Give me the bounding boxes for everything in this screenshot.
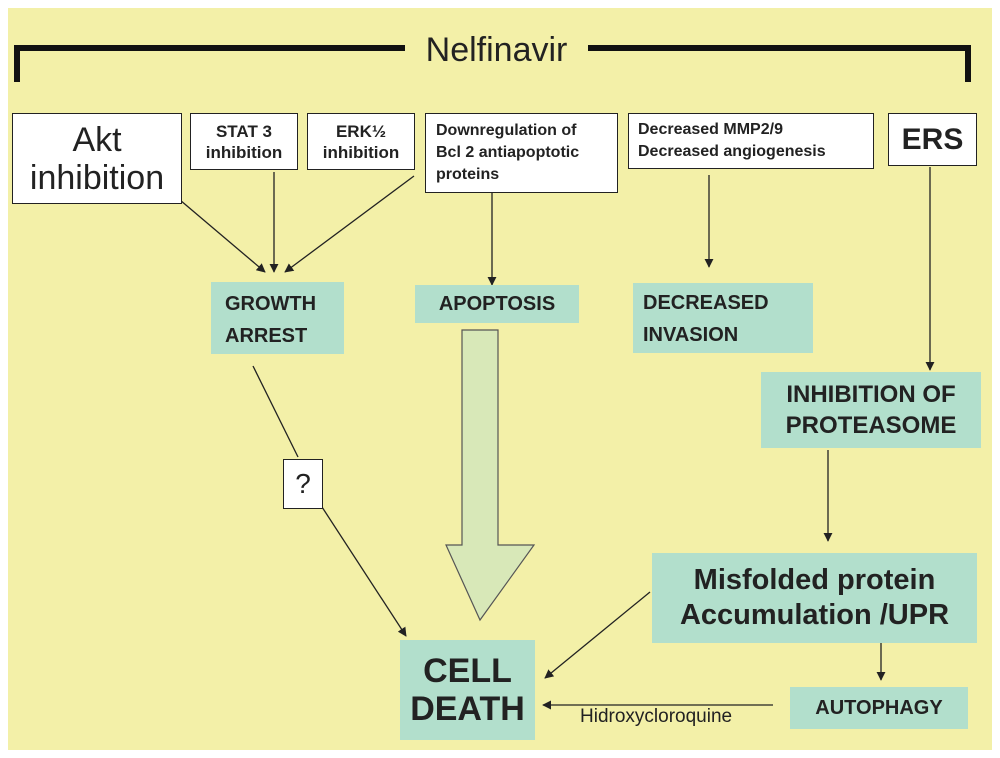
stat3-line-2: inhibition <box>205 142 283 162</box>
akt-line-1: Akt <box>72 120 122 159</box>
mmp-line-1: Decreased MMP2/9 <box>638 121 783 138</box>
inhibition-proteasome-box: INHIBITION OF PROTEASOME <box>761 372 981 448</box>
ers-text: ERS <box>901 122 964 156</box>
arrow-misfolded-to-celldeath <box>544 591 651 679</box>
apoptosis-box: APOPTOSIS <box>415 285 579 323</box>
erk-line-1: ERK½ <box>335 121 387 141</box>
mmp-angiogenesis-box: Decreased MMP2/9 Decreased angiogenesis <box>628 113 874 169</box>
misfolded-line-2: Accumulation /UPR <box>679 599 950 631</box>
proteasome-line-1: INHIBITION OF <box>786 381 956 408</box>
cell-death-box: CELL DEATH <box>400 640 535 740</box>
decreased-invasion-box: DECREASED INVASION <box>633 283 813 353</box>
growth-arrest-box: GROWTH ARREST <box>211 282 344 354</box>
erk-inhibition-box: ERK½ inhibition <box>307 113 415 170</box>
question-mark-text: ? <box>295 468 311 499</box>
akt-line-2: inhibition <box>29 158 165 197</box>
big-apoptosis-arrow <box>445 329 536 622</box>
question-mark-box: ? <box>283 459 323 509</box>
nelfinavir-title: Nelfinavir <box>405 28 588 72</box>
decreased-invasion-line-1: DECREASED <box>643 292 769 314</box>
line-growth-to-question <box>252 365 299 458</box>
apoptosis-text: APOPTOSIS <box>438 292 556 315</box>
bcl2-line-1: Downregulation of <box>436 122 577 139</box>
misfolded-line-1: Misfolded protein <box>693 564 936 596</box>
hidroxycloroquine-text: Hidroxycloroquine <box>580 706 733 727</box>
cell-death-line-2: DEATH <box>410 690 525 728</box>
arrow-akt-to-growth <box>179 199 266 273</box>
bcl2-line-3: proteins <box>436 166 500 183</box>
akt-inhibition-box: Akt inhibition <box>12 113 182 204</box>
erk-line-2: inhibition <box>322 142 400 162</box>
cell-death-line-1: CELL <box>423 652 512 690</box>
ers-box: ERS <box>888 113 977 166</box>
nelfinavir-title-text: Nelfinavir <box>425 30 568 69</box>
bcl2-downregulation-box: Downregulation of Bcl 2 antiapoptotic pr… <box>425 113 618 193</box>
decreased-invasion-line-2: INVASION <box>643 324 739 346</box>
bcl2-line-2: Bcl 2 antiapoptotic <box>436 144 580 161</box>
autophagy-text: AUTOPHAGY <box>815 696 943 719</box>
proteasome-line-2: PROTEASOME <box>785 412 957 439</box>
autophagy-box: AUTOPHAGY <box>790 687 968 729</box>
arrow-erk-to-growth <box>284 175 415 273</box>
misfolded-protein-box: Misfolded protein Accumulation /UPR <box>652 553 977 643</box>
arrow-question-to-celldeath <box>321 506 407 637</box>
mmp-line-2: Decreased angiogenesis <box>638 143 826 160</box>
stat3-line-1: STAT 3 <box>215 121 273 141</box>
stat3-inhibition-box: STAT 3 inhibition <box>190 113 298 170</box>
growth-arrest-line-1: GROWTH <box>225 293 317 315</box>
hidroxycloroquine-label: Hidroxycloroquine <box>580 706 780 732</box>
nelfinavir-bracket <box>14 45 971 82</box>
growth-arrest-line-2: ARREST <box>225 325 308 347</box>
